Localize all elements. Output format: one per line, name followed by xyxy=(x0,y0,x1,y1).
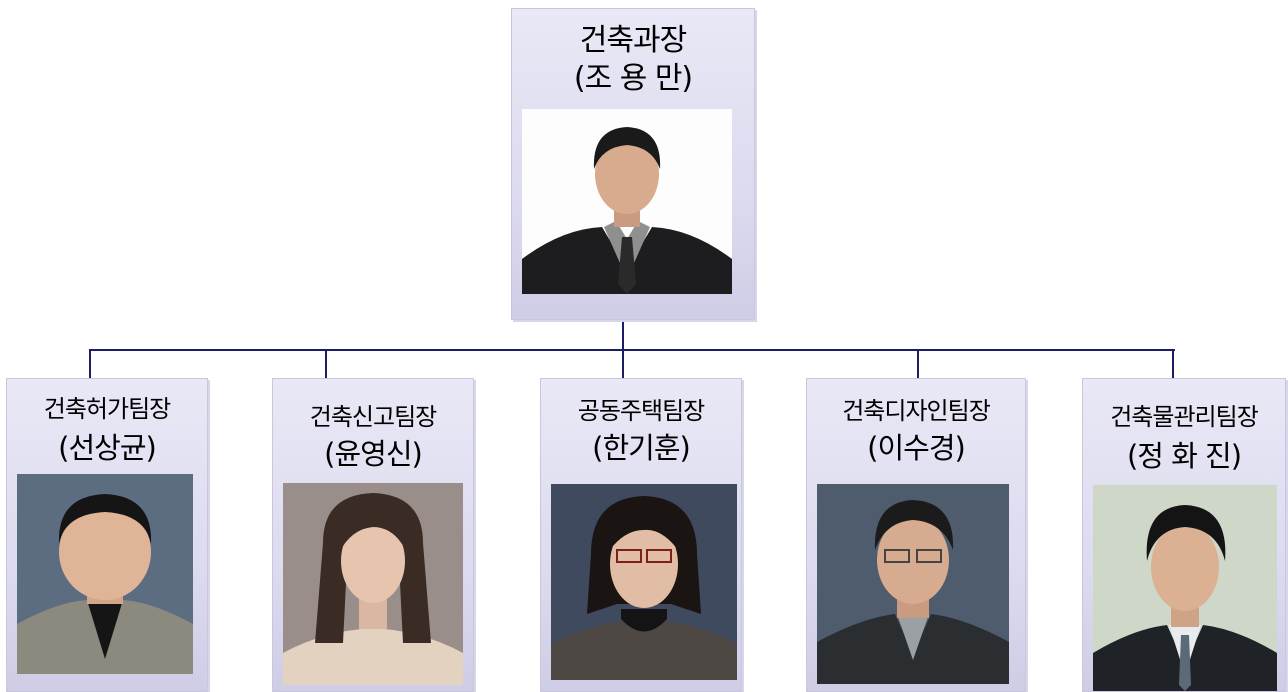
org-card-team-4: 건축디자인팀장 (이수경) xyxy=(806,378,1026,692)
connector-drop-4 xyxy=(917,349,919,378)
head-title: 건축과장 xyxy=(579,23,687,58)
head-photo xyxy=(522,109,732,294)
team-2-title: 건축신고팀장 xyxy=(309,403,437,431)
org-card-team-2: 건축신고팀장 (윤영신) xyxy=(272,378,474,692)
team-1-photo xyxy=(17,474,193,674)
team-5-photo xyxy=(1093,485,1277,691)
org-card-team-5: 건축물관리팀장 (정 화 진) xyxy=(1082,378,1286,692)
org-card-team-1: 건축허가팀장 (선상균) xyxy=(6,378,208,692)
org-card-team-3: 공동주택팀장 (한기훈) xyxy=(540,378,742,692)
team-2-photo xyxy=(283,483,463,685)
head-name: (조 용 만) xyxy=(573,61,693,96)
team-3-title: 공동주택팀장 xyxy=(577,397,705,425)
connector-vertical-head xyxy=(622,318,624,378)
team-3-photo xyxy=(551,484,737,680)
connector-drop-2 xyxy=(325,349,327,378)
team-2-name: (윤영신) xyxy=(324,437,423,471)
connector-horizontal xyxy=(90,349,1175,351)
team-3-name: (한기훈) xyxy=(592,431,691,465)
team-1-name: (선상균) xyxy=(58,431,157,465)
team-4-photo xyxy=(817,484,1009,684)
team-1-title: 건축허가팀장 xyxy=(43,395,171,423)
team-5-name: (정 화 진) xyxy=(1126,439,1242,473)
team-4-title: 건축디자인팀장 xyxy=(842,397,991,425)
connector-drop-1 xyxy=(89,349,91,378)
team-4-name: (이수경) xyxy=(867,431,966,465)
connector-drop-5 xyxy=(1172,349,1174,378)
team-5-title: 건축물관리팀장 xyxy=(1110,403,1259,431)
org-card-head: 건축과장 (조 용 만) xyxy=(511,8,755,320)
